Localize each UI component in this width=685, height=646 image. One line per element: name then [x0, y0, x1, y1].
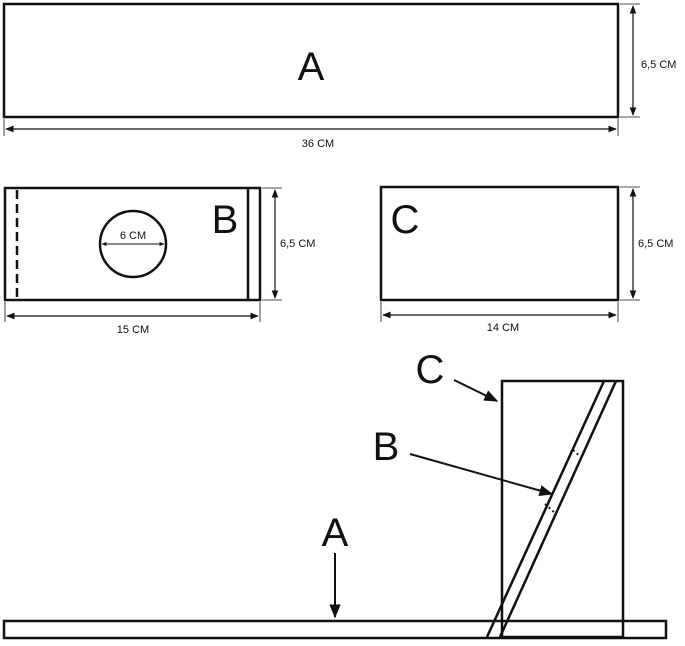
assembly-view: C B A — [2, 348, 668, 640]
assembly-board-c — [500, 379, 625, 639]
assembly-label-a: A — [322, 511, 349, 555]
panel-b-height-label: 6,5 CM — [280, 238, 315, 250]
panel-c-label: C — [391, 198, 420, 242]
panel-b-label: B — [212, 198, 239, 242]
assembly-arrow-c — [453, 379, 499, 402]
panel-b-rect — [3, 186, 262, 302]
panel-c-height-label: 6,5 CM — [638, 238, 673, 250]
assembly-label-b: B — [373, 425, 400, 469]
panel-a: A 6,5 CM 36 CM — [2, 2, 676, 150]
panel-b-width-label: 15 CM — [117, 324, 149, 336]
panel-a-height-label: 6,5 CM — [641, 59, 676, 71]
assembly-board-b-left-edge — [485, 380, 606, 638]
assembly-arrow-b — [409, 453, 554, 496]
panel-b-hole — [98, 209, 168, 279]
assembly-board-a — [2, 619, 668, 640]
panel-a-label: A — [298, 45, 325, 89]
panel-c: C 6,5 CM 14 CM — [379, 185, 673, 334]
assembly-label-c: C — [416, 348, 445, 392]
assembly-board-b-hole-mark-upper — [572, 449, 583, 459]
panel-a-rect — [2, 2, 620, 119]
panel-b: 6 CM B 6,5 CM 15 CM — [3, 186, 315, 336]
panel-a-width-label: 36 CM — [302, 138, 334, 150]
panel-c-rect — [379, 185, 620, 302]
assembly-board-b-right-edge — [498, 380, 618, 638]
panel-b-hole-label: 6 CM — [120, 230, 146, 242]
panel-c-width-label: 14 CM — [487, 322, 519, 334]
